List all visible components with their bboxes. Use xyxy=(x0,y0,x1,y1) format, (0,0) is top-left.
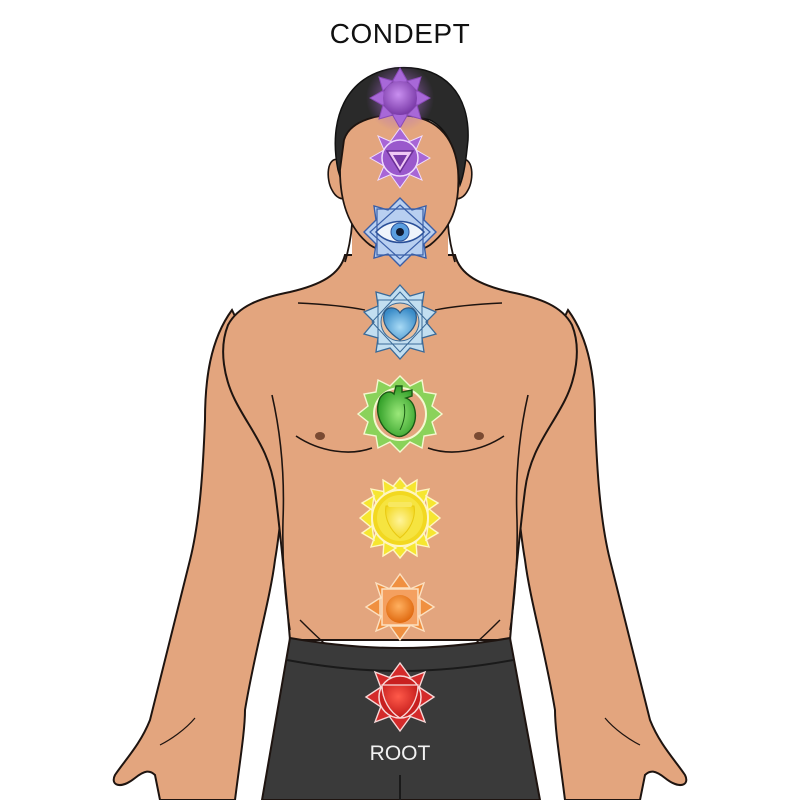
third-eye-chakra-icon xyxy=(368,127,432,189)
throat-chakra-icon xyxy=(363,197,437,267)
diagram-title: CONDEPT xyxy=(329,18,471,49)
crown-chakra-icon xyxy=(366,64,434,132)
heart-chakra-icon xyxy=(356,375,444,453)
right-nipple xyxy=(474,432,484,440)
left-nipple xyxy=(315,432,325,440)
root-chakra-icon xyxy=(364,661,436,733)
root-chakra-label: ROOT xyxy=(369,742,431,765)
sacral-chakra-icon xyxy=(364,572,436,642)
left-arm xyxy=(112,308,292,800)
solar-plexus-chakra-icon xyxy=(358,476,442,560)
upper-heart-chakra-icon xyxy=(362,284,438,360)
right-arm xyxy=(508,308,688,800)
